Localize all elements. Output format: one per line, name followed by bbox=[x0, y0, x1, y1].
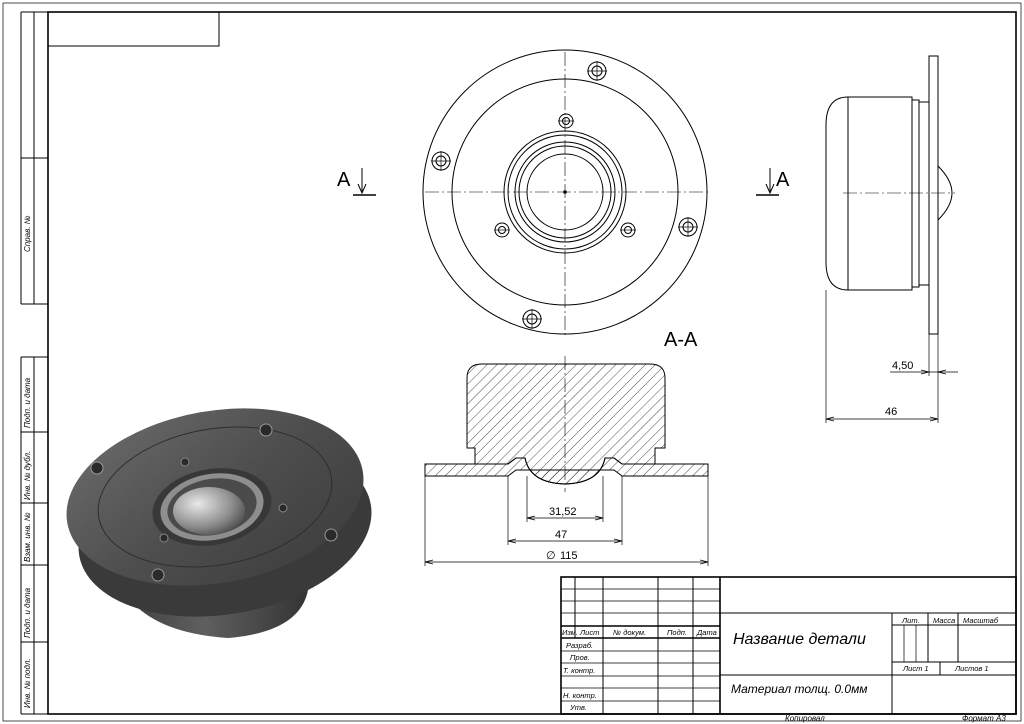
section-label-left: A bbox=[337, 169, 351, 191]
scale-label: Масштаб bbox=[963, 616, 999, 625]
side-stamp-strip: Справ. № Подп. и дата Инв. № дубл. Взам.… bbox=[20, 11, 48, 715]
dim-depth: 46 bbox=[885, 406, 897, 418]
mass-label: Масса bbox=[933, 616, 955, 625]
section-view: 31,52 47 ∅ 115 bbox=[424, 356, 709, 566]
part-name: Название детали bbox=[733, 631, 866, 648]
row-nkontr: Н. контр. bbox=[563, 691, 597, 700]
isometric-render bbox=[66, 408, 372, 638]
screw-hole bbox=[494, 222, 510, 238]
mount-hole bbox=[431, 151, 451, 171]
dim-flange-thickness: 4,50 bbox=[892, 360, 913, 372]
title-block: Изм. Лист № докум. Подп. Дата Разраб. Пр… bbox=[560, 576, 1017, 723]
mount-hole bbox=[522, 309, 542, 329]
stamp-vzam: Взам. инв. № bbox=[23, 512, 32, 562]
screw-hole bbox=[620, 222, 636, 238]
side-view: 4,50 46 bbox=[825, 55, 958, 423]
row-utv: Утв. bbox=[569, 703, 587, 712]
col-izm: Изм. bbox=[562, 628, 578, 637]
col-list: Лист bbox=[579, 628, 599, 637]
dim-diameter-symbol: ∅ bbox=[546, 550, 556, 562]
screw-hole bbox=[558, 113, 574, 129]
row-razrab: Разраб. bbox=[566, 641, 593, 650]
stamp-inv-dubl: Инв. № дубл. bbox=[23, 451, 32, 500]
sheets-label: Листов 1 bbox=[954, 664, 989, 673]
stamp-podp-1: Подп. и дата bbox=[23, 377, 32, 428]
section-label-right: A bbox=[776, 169, 790, 191]
lit-label: Лит. bbox=[901, 616, 920, 625]
copied-label: Копировал bbox=[785, 714, 825, 723]
row-prov: Пров. bbox=[570, 653, 590, 662]
dim-d1: 31,52 bbox=[549, 506, 577, 518]
col-date: Дата bbox=[696, 628, 717, 637]
row-tkontr: Т. контр. bbox=[563, 666, 595, 675]
stamp-sprav: Справ. № bbox=[23, 215, 32, 252]
section-view-title: A-A bbox=[664, 329, 698, 351]
stamp-podp-2: Подп. и дата bbox=[23, 587, 32, 638]
format-label: Формат А3 bbox=[962, 714, 1006, 723]
material: Материал толщ. 0.0мм bbox=[731, 682, 868, 696]
section-marker-left: A bbox=[337, 168, 376, 196]
mount-hole bbox=[678, 217, 698, 237]
dim-d3: 115 bbox=[560, 550, 578, 562]
front-view bbox=[422, 49, 708, 336]
mount-hole bbox=[587, 61, 607, 81]
stamp-inv-podl: Инв. № подл. bbox=[23, 658, 32, 708]
dim-d2: 47 bbox=[555, 529, 567, 541]
sheet-label: Лист 1 bbox=[902, 664, 929, 673]
section-marker-right: A bbox=[756, 168, 790, 196]
col-sign: Подп. bbox=[667, 628, 687, 637]
col-doc: № докум. bbox=[613, 628, 646, 637]
